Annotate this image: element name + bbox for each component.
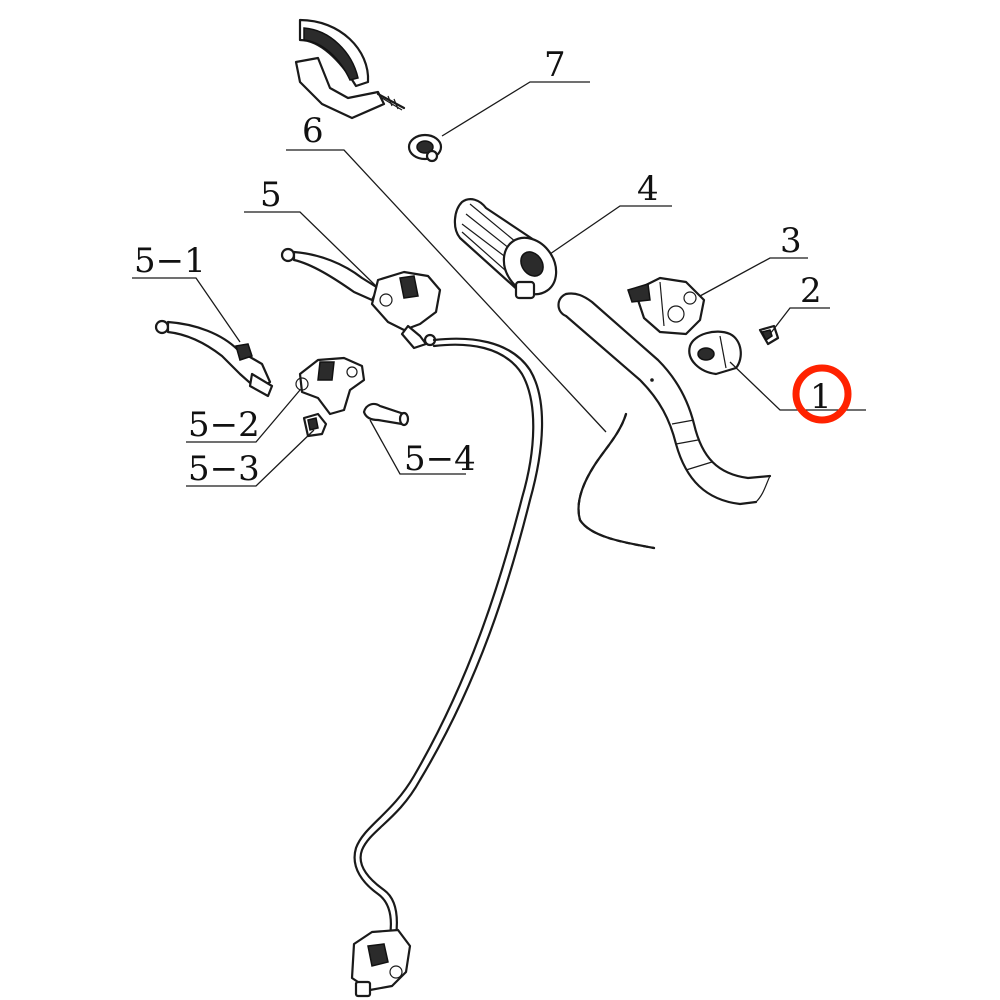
part-5-2-perch[interactable] — [295, 356, 366, 416]
callout-5-4: 5−4 — [404, 439, 476, 479]
callout-7: 7 — [544, 45, 566, 85]
callout-5: 5 — [260, 175, 282, 215]
part-7-nut[interactable] — [407, 133, 443, 163]
part-7-mirror[interactable] — [294, 18, 406, 120]
highlight-ring-callout-1 — [792, 364, 852, 424]
part-5-caliper[interactable] — [350, 928, 412, 998]
callout-5-1: 5−1 — [134, 241, 206, 281]
part-2-clip[interactable] — [758, 324, 780, 346]
callout-6: 6 — [302, 111, 324, 151]
part-5-master-cylinder[interactable] — [280, 247, 442, 350]
part-6-throttle-cable[interactable] — [577, 412, 656, 550]
leader-lines — [132, 81, 866, 487]
part-1-bar-clamp[interactable] — [688, 330, 742, 376]
part-1-handlebar[interactable] — [557, 292, 772, 506]
callout-4: 4 — [637, 169, 659, 209]
part-4-throttle-grip[interactable] — [453, 198, 567, 304]
part-5-1-lever[interactable] — [154, 319, 274, 398]
part-5-4-banjo[interactable] — [362, 402, 410, 427]
callout-5-3: 5−3 — [188, 449, 260, 489]
callout-5-2: 5−2 — [188, 405, 260, 445]
callout-1: 1 — [810, 377, 832, 417]
part-3-switch-housing[interactable] — [627, 276, 706, 336]
part-5-hose[interactable] — [353, 337, 544, 938]
callout-3: 3 — [780, 221, 802, 261]
callout-labels: 7 6 5 4 3 2 1 5−1 5−2 5−3 5−4 — [134, 45, 832, 489]
callout-2: 2 — [800, 271, 822, 311]
part-5-3-switch[interactable] — [302, 412, 328, 438]
